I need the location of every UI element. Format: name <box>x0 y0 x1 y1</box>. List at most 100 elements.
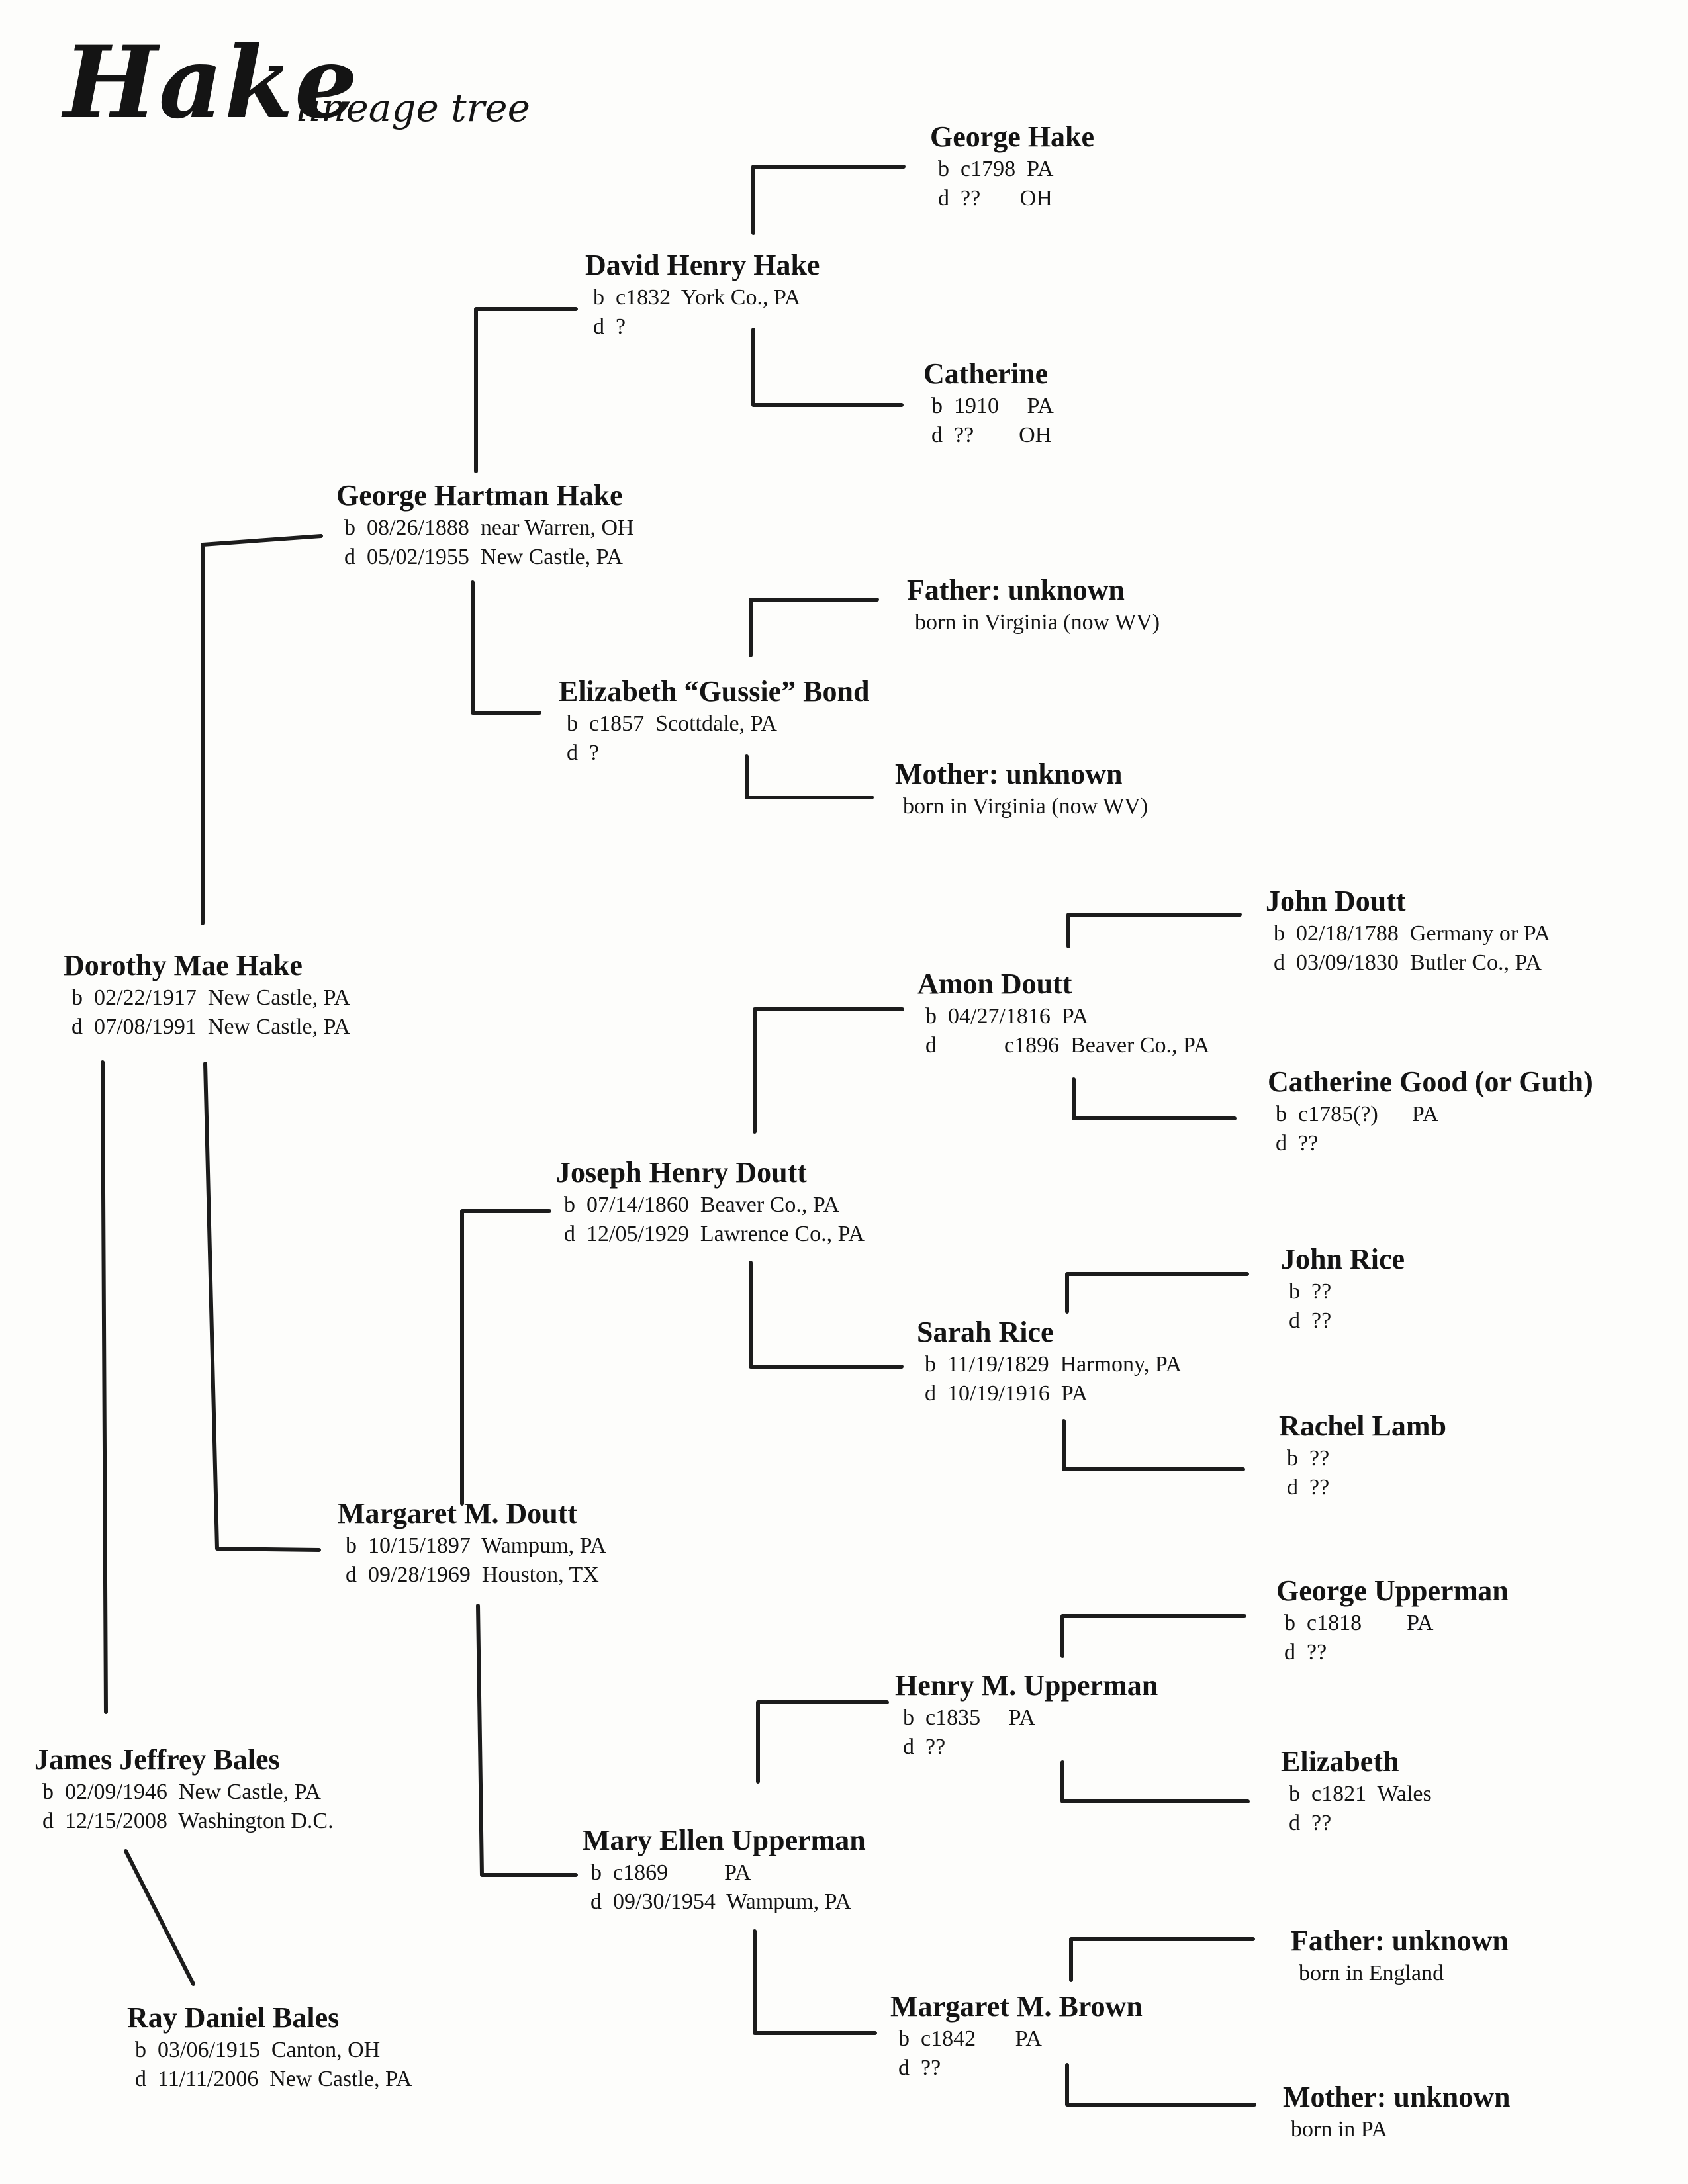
connector-mmd-to-meu <box>476 1604 578 1877</box>
person-amon-doutt: Amon Doutt b 04/27/1816 PA d c1896 Beaver … <box>917 966 1209 1060</box>
connector-meu-to-father-2 <box>1069 1937 1255 1982</box>
person-detail-line: d 12/15/2008 Washington D.C. <box>42 1809 334 1833</box>
person-detail-line: b c1857 Scottdale, PA <box>567 711 777 736</box>
person-detail-line: d 03/09/1830 Butler Co., PA <box>1274 950 1542 975</box>
connector-sarah-to-john-rice <box>1065 1272 1249 1314</box>
person-detail-line: b c1818 PA <box>1284 1611 1434 1635</box>
person-name: James Jeffrey Bales <box>34 1743 280 1776</box>
person-name: Ray Daniel Bales <box>127 2001 340 2034</box>
connector-meu-to-mmb <box>753 1929 877 2035</box>
person-name: Sarah Rice <box>917 1316 1054 1348</box>
person-detail-line: d ?? <box>1289 1308 1332 1333</box>
connector-egb-to-father <box>749 598 879 657</box>
connector-david-to-george-hake <box>751 165 906 235</box>
person-detail-line: b ?? <box>1287 1446 1330 1471</box>
person-name: Rachel Lamb <box>1279 1410 1446 1442</box>
connector-henry-to-george-upperman <box>1060 1614 1246 1658</box>
person-detail-line: b 02/18/1788 Germany or PA <box>1274 921 1551 946</box>
person-detail-line: born in PA <box>1291 2117 1388 2142</box>
person-detail-line: d ?? <box>1289 1811 1332 1835</box>
person-detail-line: d ?? <box>898 2056 941 2080</box>
person-detail-line: b 11/19/1829 Harmony, PA <box>925 1352 1182 1377</box>
person-name: Catherine Good (or Guth) <box>1268 1066 1593 1098</box>
person-detail-line: d ?? OH <box>938 186 1053 210</box>
person-george-hake: George Hake b c1798 PA d ?? OH <box>930 119 1094 213</box>
person-detail-line: born in Virginia (now WV) <box>915 610 1160 635</box>
person-detail-line: d ?? OH <box>931 423 1052 447</box>
person-catherine: Catherine b 1910 PA d ?? OH <box>923 356 1054 450</box>
person-detail-line: b c1832 York Co., PA <box>593 285 801 310</box>
person-detail-line: d 05/02/1955 New Castle, PA <box>344 545 623 569</box>
person-detail-line: d c1896 Beaver Co., PA <box>925 1033 1210 1058</box>
connector-dorothy-to-mmd <box>203 1062 321 1552</box>
person-name: George Hartman Hake <box>336 479 623 512</box>
person-name: Elizabeth “Gussie” Bond <box>559 675 870 707</box>
connector-jhd-to-sarah <box>749 1261 904 1369</box>
connector-amon-to-catherine-good <box>1072 1077 1237 1120</box>
person-detail-line: d 11/11/2006 New Castle, PA <box>135 2067 412 2091</box>
person-name: Catherine <box>923 357 1049 390</box>
connector-dorothy-to-ghh <box>201 534 323 925</box>
title-surname: Hake <box>64 24 359 141</box>
person-name: John Rice <box>1281 1243 1405 1275</box>
connector-ghh-to-egb <box>471 580 541 715</box>
person-detail-line: d 12/05/1929 Lawrence Co., PA <box>564 1222 865 1246</box>
connector-dorothy-to-james <box>101 1060 108 1714</box>
person-detail-line: b c1821 Wales <box>1289 1782 1432 1806</box>
person-detail-line: born in Virginia (now WV) <box>903 794 1149 819</box>
person-name: Elizabeth <box>1281 1745 1399 1778</box>
person-detail-line: d ? <box>593 314 626 339</box>
person-detail-line: d ?? <box>1284 1640 1327 1664</box>
connector-amon-to-john-doutt <box>1066 913 1242 948</box>
person-detail-line: b 07/14/1860 Beaver Co., PA <box>564 1193 840 1217</box>
person-john-rice: John Rice b ?? d ?? <box>1281 1242 1405 1336</box>
person-name: Joseph Henry Doutt <box>556 1156 807 1189</box>
person-detail-line: b ?? <box>1289 1279 1332 1304</box>
person-detail-line: b 1910 PA <box>931 394 1054 418</box>
person-name: Amon Doutt <box>917 968 1072 1000</box>
person-elizabeth-gussie-bond: Elizabeth “Gussie” Bond b c1857 Scottdale… <box>559 674 869 768</box>
person-name: Margaret M. Doutt <box>338 1497 578 1529</box>
person-detail-line: b c1842 PA <box>898 2026 1042 2051</box>
person-name: Father: unknown <box>907 574 1125 606</box>
person-name: Father: unknown <box>1291 1925 1509 1957</box>
person-detail-line: d 07/08/1991 New Castle, PA <box>71 1015 350 1039</box>
connector-henry-to-elizabeth <box>1060 1760 1250 1803</box>
person-detail-line: d ? <box>567 741 600 765</box>
connector-meu-to-mother-2 <box>1065 2063 1256 2107</box>
person-detail-line: b c1869 PA <box>590 1860 751 1885</box>
person-detail-line: b 02/09/1946 New Castle, PA <box>42 1780 321 1804</box>
person-detail-line: d 10/19/1916 PA <box>925 1381 1088 1406</box>
person-detail-line: d ?? <box>1276 1131 1319 1156</box>
person-joseph-henry-doutt: Joseph Henry Doutt b 07/14/1860 Beaver Co… <box>556 1155 865 1249</box>
title-subtitle: lineage tree <box>297 85 530 130</box>
person-detail-line: b c1835 PA <box>903 1706 1035 1730</box>
person-detail-line: b 04/27/1816 PA <box>925 1004 1089 1028</box>
person-detail-line: b 08/26/1888 near Warren, OH <box>344 516 634 540</box>
connector-mmd-to-jhd <box>460 1209 551 1506</box>
person-name: Dorothy Mae Hake <box>64 949 303 981</box>
person-detail-line: d ?? <box>903 1735 946 1759</box>
person-george-upperman: George Upperman b c1818 PA d ?? <box>1276 1573 1509 1667</box>
person-george-hartman-hake: George Hartman Hake b 08/26/1888 near War… <box>336 478 634 572</box>
person-father-unknown-1: Father: unknown born in Virginia (now WV) <box>907 572 1160 637</box>
connector-david-to-catherine <box>751 328 904 407</box>
person-detail-line: d 09/28/1969 Houston, TX <box>346 1563 599 1587</box>
connector-sarah-to-rachel-lamb <box>1062 1419 1245 1471</box>
connector-egb-to-mother <box>745 754 874 799</box>
person-name: George Hake <box>930 120 1095 153</box>
person-james-jeffrey-bales: James Jeffrey Bales b 02/09/1946 New Cast… <box>34 1742 334 1836</box>
connector-meu-to-henry <box>756 1700 889 1784</box>
person-name: George Upperman <box>1276 1574 1509 1607</box>
person-detail-line: b c1798 PA <box>938 157 1054 181</box>
